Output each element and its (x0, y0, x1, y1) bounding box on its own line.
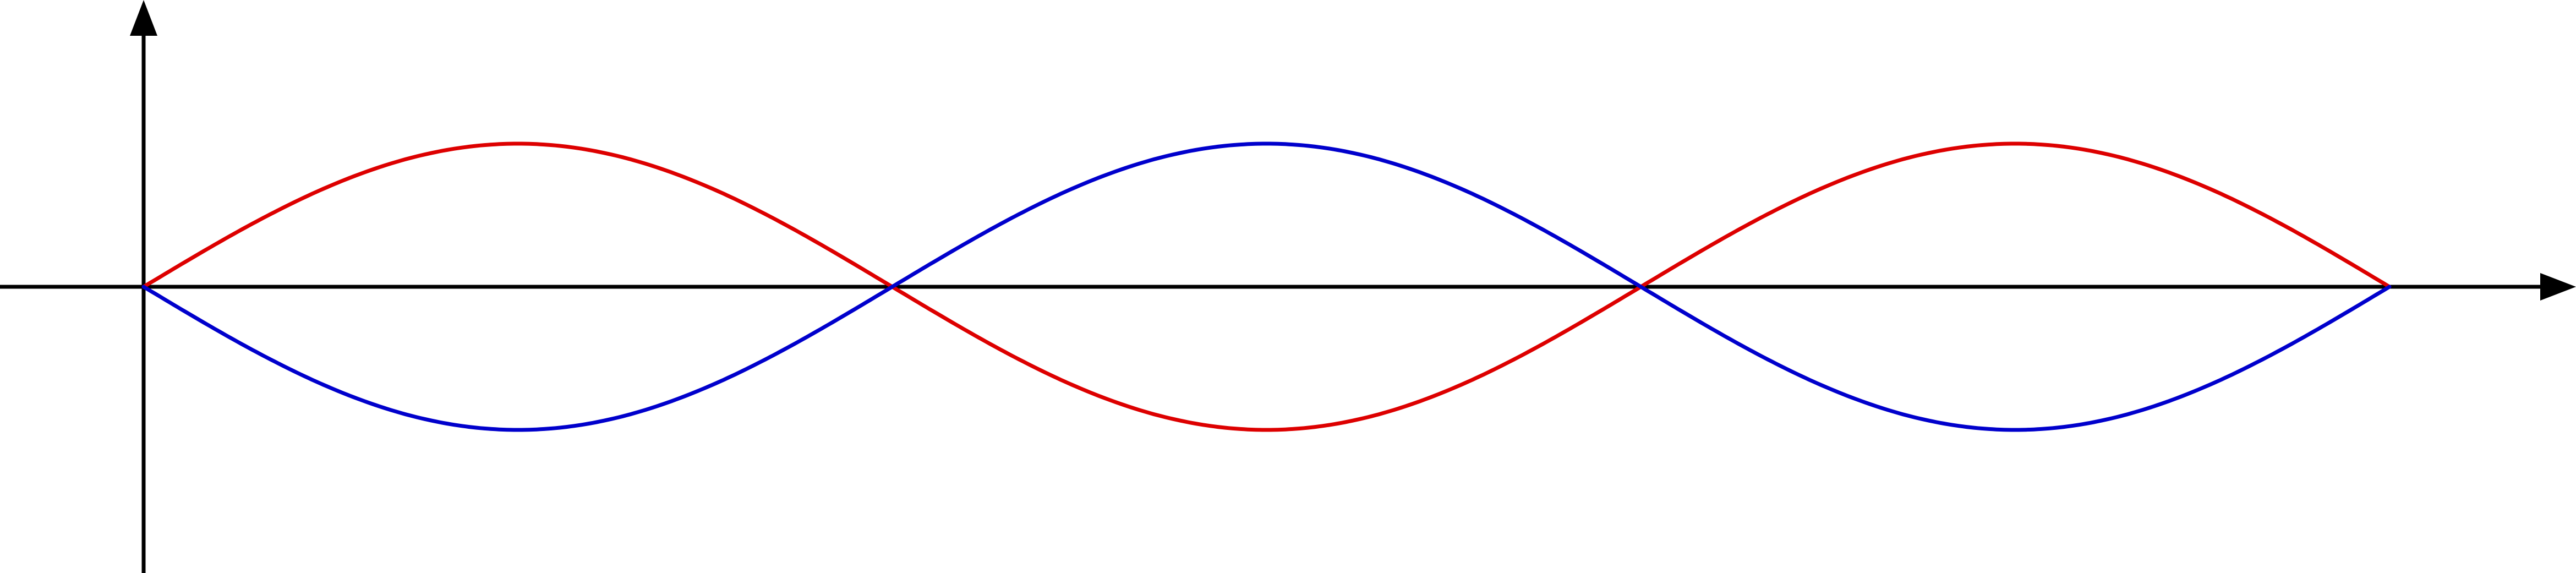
wave-positive (141, 141, 2392, 432)
wave-negative (141, 141, 2392, 432)
y-axis-arrow-icon (130, 0, 157, 36)
waves (141, 141, 2392, 432)
x-axis-arrow-icon (2540, 273, 2576, 301)
